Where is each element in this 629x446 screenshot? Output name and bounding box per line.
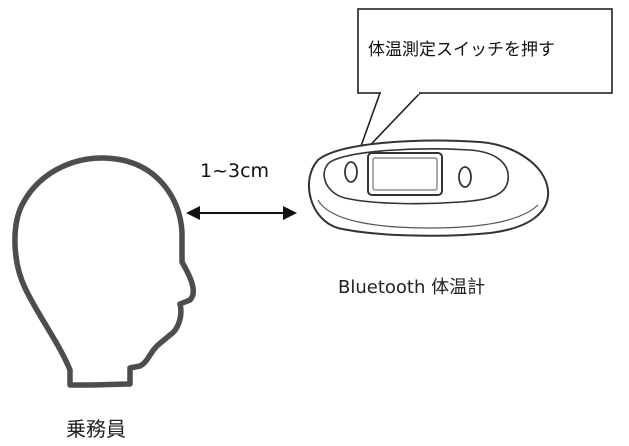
device-label: Bluetooth 体温計 xyxy=(338,277,486,298)
head-silhouette xyxy=(12,155,196,388)
arrow-head-left xyxy=(186,206,200,220)
arrow-head-right xyxy=(283,206,297,220)
distance-arrow xyxy=(186,206,297,220)
thermometer-device xyxy=(308,139,550,237)
callout-instruction-text: 体温測定スイッチを押す xyxy=(368,40,555,60)
distance-label: 1~3cm xyxy=(200,160,270,182)
device-display-inner xyxy=(372,157,438,191)
device-lower-edge xyxy=(317,199,539,229)
callout-frame xyxy=(357,8,613,94)
device-inner-rim xyxy=(323,148,509,205)
person-label: 乗務員 xyxy=(66,417,126,441)
callout-box xyxy=(355,8,613,161)
device-display-window xyxy=(367,152,443,196)
device-left-button xyxy=(344,161,358,183)
device-right-button xyxy=(458,166,472,188)
